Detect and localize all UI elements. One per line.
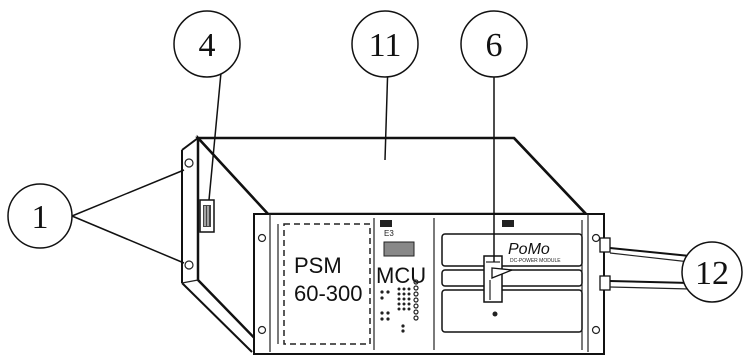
- mcu-display: [383, 241, 415, 257]
- front-screw-br: [591, 325, 601, 335]
- callout-12: 12: [681, 241, 743, 303]
- psm-module: PSM 60-300: [277, 223, 371, 345]
- side-handle: [199, 199, 215, 233]
- pomo-label: PoMo: [508, 241, 550, 258]
- callout-12-label: 12: [695, 255, 729, 292]
- mcu-connector-pins: [397, 287, 411, 311]
- callout-6: 6: [460, 10, 528, 78]
- callout-4-label: 4: [199, 27, 216, 64]
- mcu-side-connectors: [413, 279, 419, 321]
- pomo-logo-icon: [502, 220, 514, 227]
- callout-6-label: 6: [486, 27, 503, 64]
- leader-lines: [71, 61, 495, 264]
- pomo-module: PoMo DC-POWER MODULE: [441, 220, 583, 350]
- mcu-leds: [380, 290, 405, 333]
- output-cables: [599, 237, 691, 291]
- callout-4: 4: [173, 10, 241, 78]
- callout-11: 11: [351, 10, 419, 78]
- mounting-hole-upper: [184, 158, 194, 168]
- callout-1: 1: [7, 183, 73, 249]
- pomo-sublabel: DC-POWER MODULE: [510, 258, 561, 264]
- mcu-logo-icon: [380, 220, 392, 227]
- callout-1-label: 1: [32, 199, 49, 236]
- callout-11-label: 11: [369, 27, 402, 64]
- front-screw-bl: [257, 325, 267, 335]
- mcu-module: E3 MCU: [373, 218, 435, 350]
- front-screw-tl: [257, 233, 267, 243]
- psm-rating-label: 60-300: [294, 281, 363, 306]
- mcu-small-label: E3: [384, 229, 394, 238]
- mounting-hole-lower: [184, 260, 194, 270]
- mcu-label: MCU: [376, 263, 426, 288]
- pomo-switch: [483, 255, 513, 317]
- psm-label: PSM: [294, 253, 342, 278]
